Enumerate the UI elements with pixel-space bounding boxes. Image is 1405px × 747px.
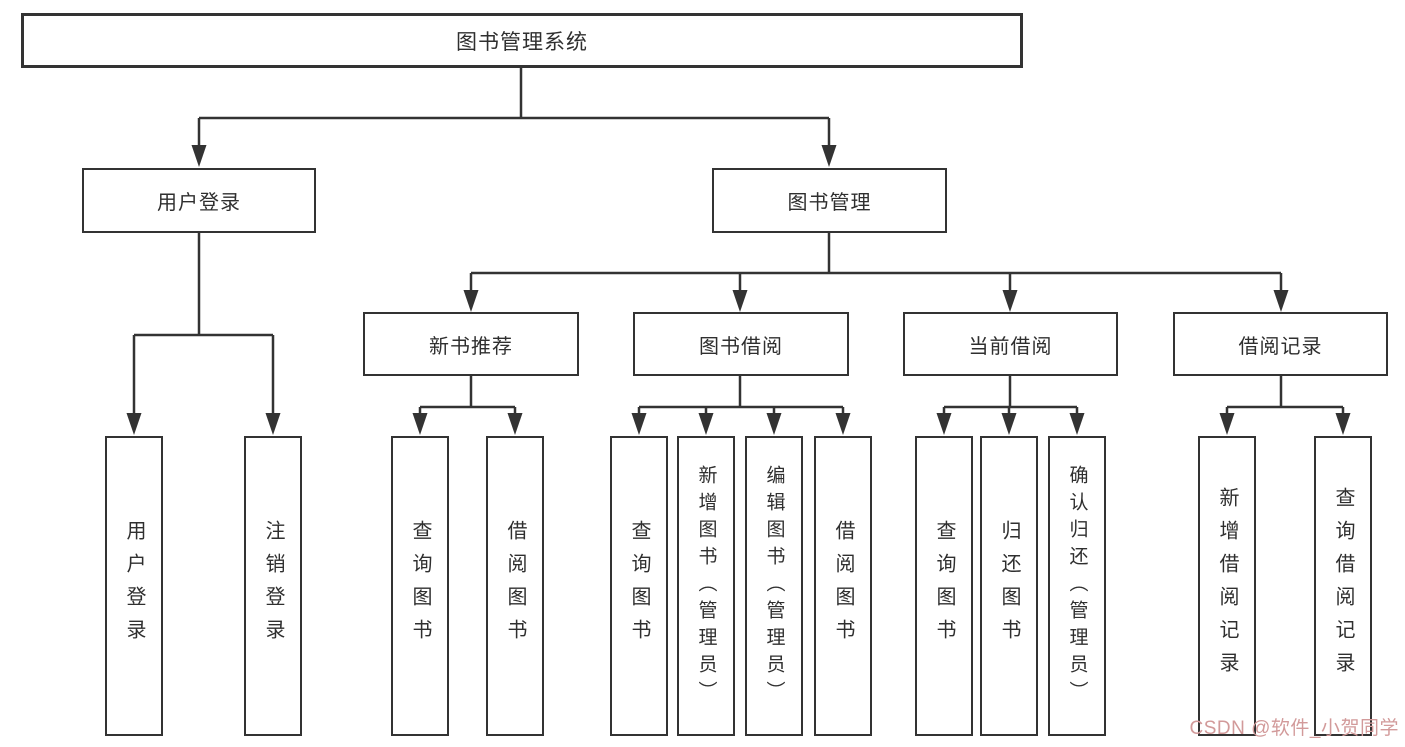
leaf-logout: 注销登录: [244, 436, 302, 736]
connector-borrow-record-children: [1219, 376, 1351, 435]
leaf-current-return: 归还图书: [980, 436, 1038, 736]
leaf-newbook-borrow-label: 借阅图书: [504, 520, 526, 652]
node-book-mgmt: 图书管理: [712, 168, 947, 233]
node-current-borrow-label: 当前借阅: [968, 335, 1053, 358]
node-root: 图书管理系统: [21, 13, 1023, 68]
leaf-user-login-label: 用户登录: [123, 520, 145, 652]
node-borrow-record: 借阅记录: [1173, 312, 1388, 376]
node-new-book-rec: 新书推荐: [363, 312, 579, 376]
leaf-logout-label: 注销登录: [262, 520, 284, 652]
leaf-borrow-add-label: 新增图书（管理员）: [695, 464, 717, 708]
node-book-mgmt-label: 图书管理: [787, 192, 872, 214]
connector-book-borrow-children: [631, 376, 851, 435]
node-borrow-record-label: 借阅记录: [1238, 335, 1323, 358]
connector-book-mgmt-children: [463, 233, 1289, 312]
connector-current-borrow-children: [936, 376, 1085, 435]
connector-new-book-children: [412, 376, 523, 435]
connector-root-to-level2: [191, 68, 837, 167]
leaf-user-login: 用户登录: [105, 436, 163, 736]
leaf-current-return-label: 归还图书: [998, 520, 1020, 652]
leaf-borrow-query-label: 查询图书: [628, 520, 650, 652]
leaf-record-add: 新增借阅记录: [1198, 436, 1256, 736]
leaf-current-confirm: 确认归还（管理员）: [1048, 436, 1106, 736]
node-book-borrow: 图书借阅: [633, 312, 849, 376]
leaf-newbook-query-label: 查询图书: [409, 520, 431, 652]
leaf-current-confirm-label: 确认归还（管理员）: [1066, 464, 1088, 708]
leaf-borrow-add: 新增图书（管理员）: [677, 436, 735, 736]
leaf-current-query-label: 查询图书: [933, 520, 955, 652]
leaf-borrow-query: 查询图书: [610, 436, 668, 736]
leaf-borrow-edit: 编辑图书（管理员）: [745, 436, 803, 736]
leaf-newbook-query: 查询图书: [391, 436, 449, 736]
node-current-borrow: 当前借阅: [903, 312, 1118, 376]
leaf-record-add-label: 新增借阅记录: [1216, 487, 1238, 685]
node-new-book-rec-label: 新书推荐: [429, 335, 513, 358]
leaf-record-query: 查询借阅记录: [1314, 436, 1372, 736]
leaf-current-query: 查询图书: [915, 436, 973, 736]
node-root-label: 图书管理系统: [456, 30, 588, 54]
node-user-login: 用户登录: [82, 168, 316, 233]
node-user-login-label: 用户登录: [157, 192, 241, 214]
leaf-borrow-edit-label: 编辑图书（管理员）: [763, 464, 785, 708]
node-book-borrow-label: 图书借阅: [699, 335, 783, 358]
leaf-record-query-label: 查询借阅记录: [1332, 487, 1354, 685]
leaf-borrow-borrow-label: 借阅图书: [832, 520, 854, 652]
leaf-newbook-borrow: 借阅图书: [486, 436, 544, 736]
connector-user-login-children: [126, 233, 281, 435]
leaf-borrow-borrow: 借阅图书: [814, 436, 872, 736]
